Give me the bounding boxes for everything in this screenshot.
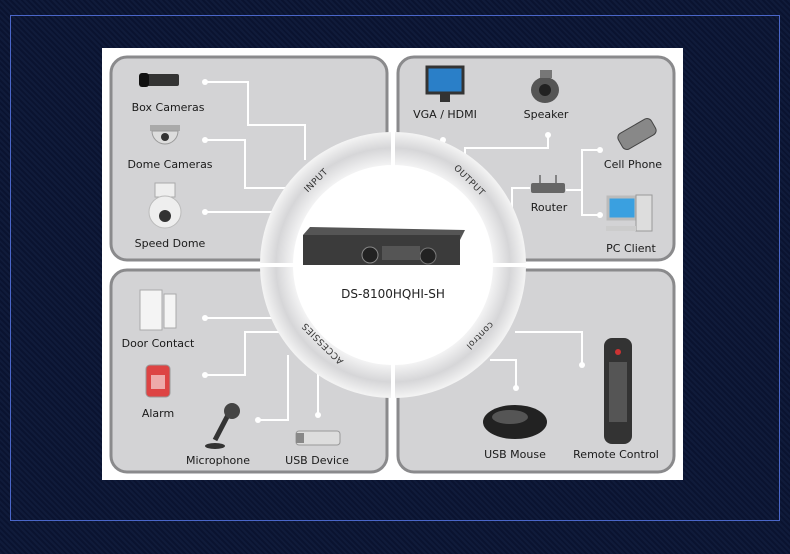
box-camera-icon xyxy=(139,73,179,87)
pc-client-icon xyxy=(606,194,653,232)
label-speed-dome: Speed Dome xyxy=(134,237,206,250)
outer-frame xyxy=(10,15,780,521)
label-microphone: Microphone xyxy=(185,454,251,467)
label-vga-hdmi: VGA / HDMI xyxy=(413,108,477,121)
label-usb-mouse: USB Mouse xyxy=(484,448,546,461)
label-router: Router xyxy=(530,201,568,214)
connector-dots xyxy=(202,79,603,423)
label-pc-client: PC Client xyxy=(606,242,656,255)
label-usb-device: USB Device xyxy=(285,454,349,467)
cell-phone-icon xyxy=(617,118,657,150)
label-door-contact: Door Contact xyxy=(121,337,195,350)
label-dome-cameras: Dome Cameras xyxy=(127,158,213,171)
monitor-icon xyxy=(425,65,465,102)
router-icon xyxy=(531,175,565,193)
door-contact-icon xyxy=(139,289,177,331)
remote-control-icon xyxy=(604,338,632,444)
usb-mouse-icon xyxy=(483,405,547,439)
microphone-icon xyxy=(205,403,240,449)
label-box-cameras: Box Cameras xyxy=(131,101,205,114)
dvr-model-label: DS-8100HQHI-SH xyxy=(341,287,445,301)
dome-camera-icon xyxy=(150,125,180,145)
dvr-device-icon xyxy=(303,227,465,265)
speaker-icon xyxy=(531,70,559,103)
label-speaker: Speaker xyxy=(523,108,569,121)
usb-device-icon xyxy=(295,430,341,446)
label-alarm: Alarm xyxy=(141,407,175,420)
label-remote-control: Remote Control xyxy=(573,448,659,461)
label-cell-phone: Cell Phone xyxy=(603,158,663,171)
connector-lines xyxy=(205,81,600,421)
speed-dome-icon xyxy=(148,182,182,229)
alarm-icon xyxy=(145,364,171,398)
